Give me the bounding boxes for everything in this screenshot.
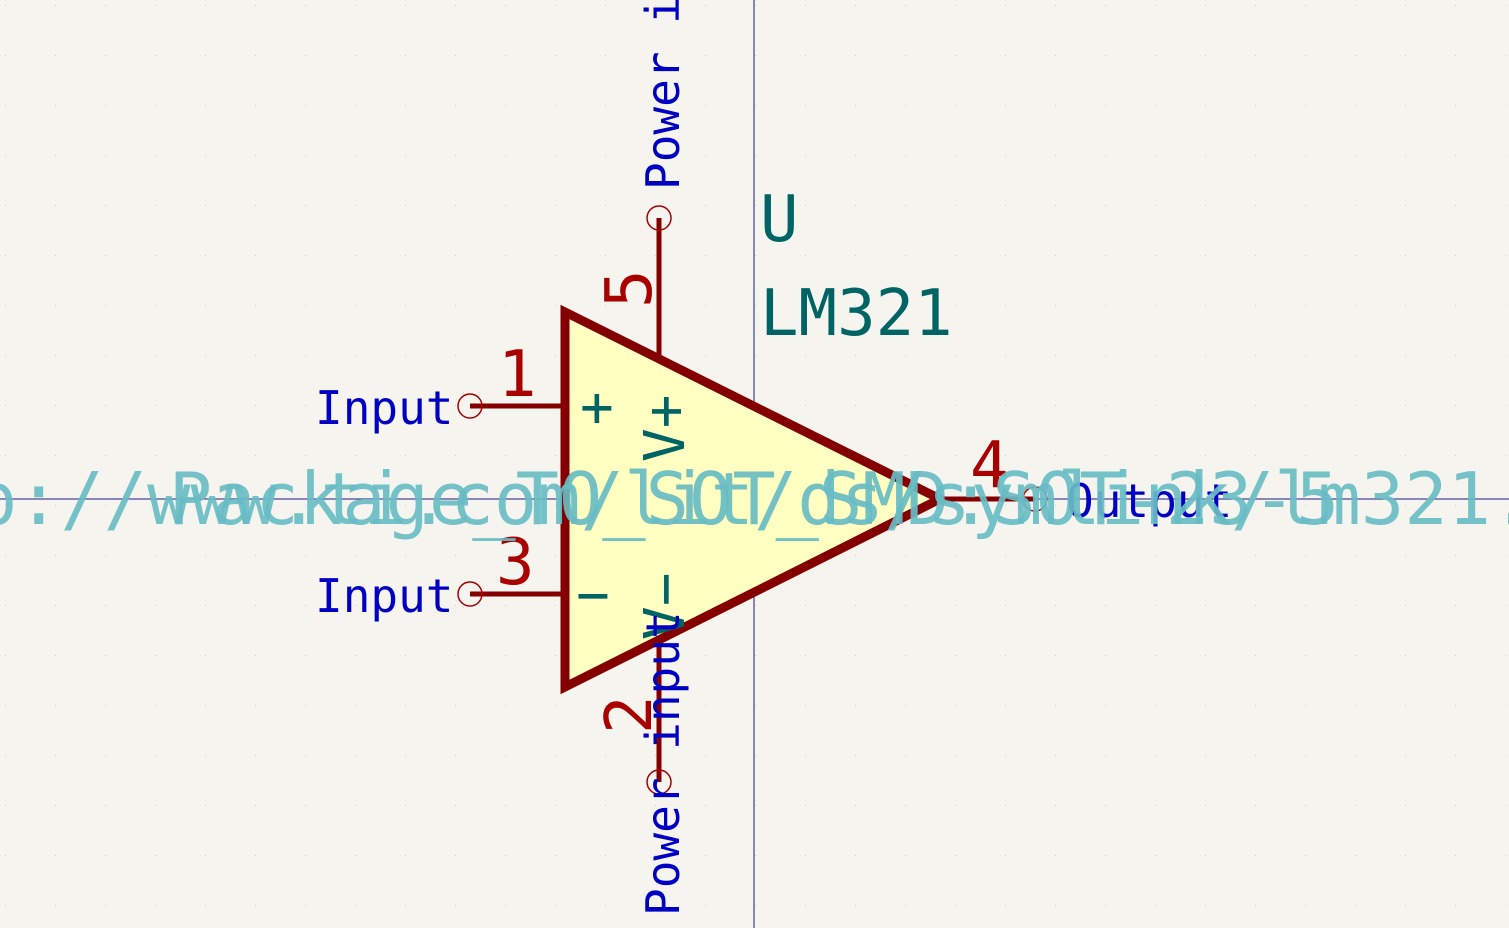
footprint-field[interactable]: Package_TO_SOT_SMD:SOT-23-5 [169, 457, 1339, 541]
pin-5-number: 5 [593, 269, 667, 308]
pin-5-connection-circle-icon[interactable] [646, 205, 672, 231]
pin-1-number: 1 [498, 338, 537, 412]
pin-2-connection-circle-icon[interactable] [646, 769, 672, 795]
datasheet-field[interactable]: http://www.ti.com/lit/ds/symlink/lm321.p… [0, 457, 1509, 541]
pin-4-type: Output [1066, 474, 1232, 528]
reference-field[interactable]: U [760, 183, 799, 257]
pin-2-name: V− [633, 573, 698, 640]
value-field[interactable]: LM321 [760, 277, 953, 351]
pin-3-number: 3 [496, 526, 535, 600]
pin-3-type: Input [315, 569, 453, 623]
pin-3-name: − [576, 563, 610, 628]
pin-4-number: 4 [970, 429, 1009, 503]
pin-1-type: Input [315, 381, 453, 435]
pin-4-connection-circle-icon[interactable] [1022, 486, 1048, 512]
pin-2-number: 2 [593, 695, 667, 734]
pin-2-type: Power input [636, 611, 690, 916]
pin-5-type: Power input [636, 0, 690, 190]
pin-1-connection-circle-icon[interactable] [457, 393, 483, 419]
pin-5-name: V+ [633, 395, 698, 462]
opamp-body[interactable] [560, 304, 951, 695]
pin-1-name: + [580, 375, 614, 440]
pin-3-connection-circle-icon[interactable] [457, 581, 483, 607]
